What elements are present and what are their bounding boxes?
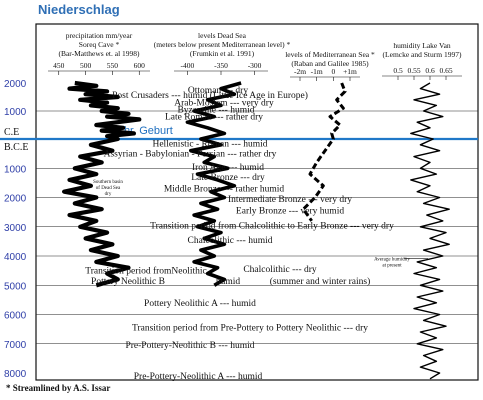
y-tick-label: B.C.E xyxy=(4,142,28,153)
period-label: Iron Age --- humid xyxy=(192,163,264,173)
period-label: Early Bronze --- very humid xyxy=(236,207,344,217)
y-tick-label: 2000 xyxy=(4,194,27,205)
panel-tick-label: -1m xyxy=(311,67,323,76)
panel-header: levels Dead Sea xyxy=(198,31,247,40)
y-tick-label: 1000 xyxy=(4,164,27,175)
panel-tick-label: 0.55 xyxy=(407,66,420,75)
period-label: Transition period from Pre-Pottery to Po… xyxy=(132,323,368,334)
y-tick-label: 8000 xyxy=(4,369,27,380)
panel-header: (Lemcke and Sturm 1997) xyxy=(383,50,462,59)
panel-header: precipitation mm/year xyxy=(66,31,133,40)
y-tick-label: 5000 xyxy=(4,281,27,292)
panel-header: Soreq Cave * xyxy=(79,40,120,49)
period-label: Byzantine --- humid xyxy=(177,106,254,116)
annotation-text: dry xyxy=(105,192,112,197)
panel-tick-label: 450 xyxy=(53,61,65,70)
dead-sea-level-curve xyxy=(185,81,242,287)
period-label: Pottery Neolithic A --- humid xyxy=(144,299,256,309)
panel-header: (Bar-Matthews et. al 1998) xyxy=(58,49,140,58)
period-label: Chalcolithic --- humid xyxy=(188,236,273,246)
panel-tick-label: 0 xyxy=(331,67,335,76)
panel-tick-label: -2m xyxy=(294,67,306,76)
panel-tick-label: -300 xyxy=(248,61,262,70)
panel-header: (meters below present Mediterranean leve… xyxy=(154,40,291,49)
annotation-text: of Dead Sea xyxy=(96,186,121,191)
chart-frame xyxy=(35,23,479,381)
annotation-text: Average humidity xyxy=(374,257,410,262)
soreq-cave-curve xyxy=(61,80,142,288)
period-label: (summer and winter rains) xyxy=(270,276,371,287)
period-label: Middle Bronze --- rather humid xyxy=(164,185,285,195)
period-label: Transition period from Chalcolithic to E… xyxy=(150,220,394,231)
period-label: Arab-Moslem --- very dry xyxy=(174,99,274,109)
period-label: Chalcolithic --- dry xyxy=(243,265,317,275)
period-label: Pre-Pottery-Neolithic A --- humid xyxy=(134,372,263,382)
panel-header: (Raban and Galilee 1985) xyxy=(291,59,369,68)
footnote: * Streamlined by A.S. Issar xyxy=(6,383,110,393)
panel-header: humidity Lake Van xyxy=(393,41,451,50)
period-label: Hellenistic - Roman --- humid xyxy=(152,139,267,149)
period-label: Late Roman --- rather dry xyxy=(165,113,263,123)
panel-tick-label: 550 xyxy=(107,61,119,70)
period-label: Pre-Pottery-Neolithic B --- humid xyxy=(125,341,254,351)
period-label: Pottery Neolithic B xyxy=(91,277,165,287)
annotation-text: Southern basin xyxy=(93,180,123,185)
page-title: Niederschlag xyxy=(38,2,120,17)
annotation-text: at present xyxy=(382,263,402,268)
y-tick-label: C.E xyxy=(4,127,19,138)
panel-tick-label: 0.65 xyxy=(439,66,452,75)
y-tick-label: 7000 xyxy=(4,340,27,351)
panel-tick-label: 0.5 xyxy=(393,66,403,75)
period-label: Ottoman --- dry xyxy=(188,86,248,96)
panel-tick-label: +1m xyxy=(343,67,357,76)
panel-tick-label: -350 xyxy=(214,61,228,70)
y-tick-label: 6000 xyxy=(4,311,27,322)
period-label: Transition period fromNeolithic xyxy=(85,266,207,277)
y-tick-label: 1000 xyxy=(4,107,27,118)
panel-header: (Frumkin et al. 1991) xyxy=(190,49,255,58)
y-tick-label: 4000 xyxy=(4,252,27,263)
period-label: Intermediate Bronze --- very dry xyxy=(228,195,352,205)
y-tick-label: 3000 xyxy=(4,223,27,234)
panel-header: levels of Mediterranean Sea * xyxy=(285,50,375,59)
y-tick-label: 2000 xyxy=(4,79,27,90)
period-label: humid xyxy=(216,277,241,287)
panel-tick-label: 0.6 xyxy=(425,66,435,75)
panel-tick-label: 500 xyxy=(80,61,92,70)
mediterranean-level-curve xyxy=(301,82,347,222)
period-label: Assyrian - Babylonian - Persian --- rath… xyxy=(104,150,277,160)
period-label: Post Crusaders --- humid (Little Ice Age… xyxy=(112,90,308,101)
period-label: Late Bronze --- dry xyxy=(191,173,265,183)
panel-tick-label: 600 xyxy=(134,61,146,70)
lake-van-humidity-curve xyxy=(410,82,450,380)
panel-tick-label: -400 xyxy=(181,61,195,70)
